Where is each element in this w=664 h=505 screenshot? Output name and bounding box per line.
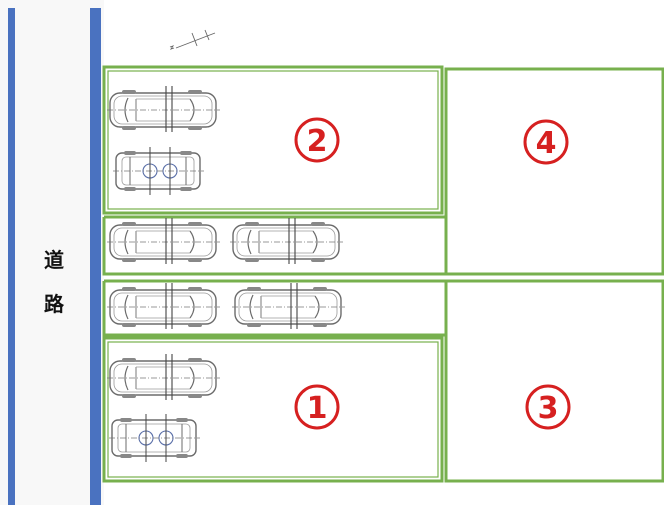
- lot-2-number: 2: [307, 124, 328, 159]
- lot-3-number-badge: 3: [525, 384, 571, 430]
- lot-2-outline: [102, 65, 444, 215]
- lot-4-number: 4: [536, 126, 557, 161]
- car-icon: [231, 282, 346, 330]
- car-icon: [108, 413, 201, 463]
- lot-4-number-badge: 4: [523, 119, 569, 165]
- lot-1-number-badge: 1: [294, 384, 340, 430]
- road-edge-line-left: [8, 8, 15, 505]
- road-label-2: 路: [44, 292, 64, 316]
- road-edge-line-right: [90, 8, 101, 505]
- lot-1-outline: [102, 336, 444, 483]
- lot-3-number: 3: [538, 391, 559, 426]
- road-area: [0, 0, 104, 505]
- lot-3-outline: [444, 279, 664, 483]
- car-icon: [112, 146, 205, 196]
- car-icon: [106, 282, 221, 330]
- car-icon: [106, 217, 221, 265]
- car-icon: [229, 217, 344, 265]
- north-arrow-icon: [169, 29, 216, 50]
- road-label-1: 道: [44, 248, 64, 272]
- car-icon: [106, 353, 221, 401]
- lot-2-number-badge: 2: [294, 117, 340, 163]
- lot-4-outline: [444, 67, 664, 276]
- driveway-upper-outline: [102, 215, 446, 276]
- lot-1-number: 1: [307, 391, 328, 426]
- car-icon: [106, 85, 221, 133]
